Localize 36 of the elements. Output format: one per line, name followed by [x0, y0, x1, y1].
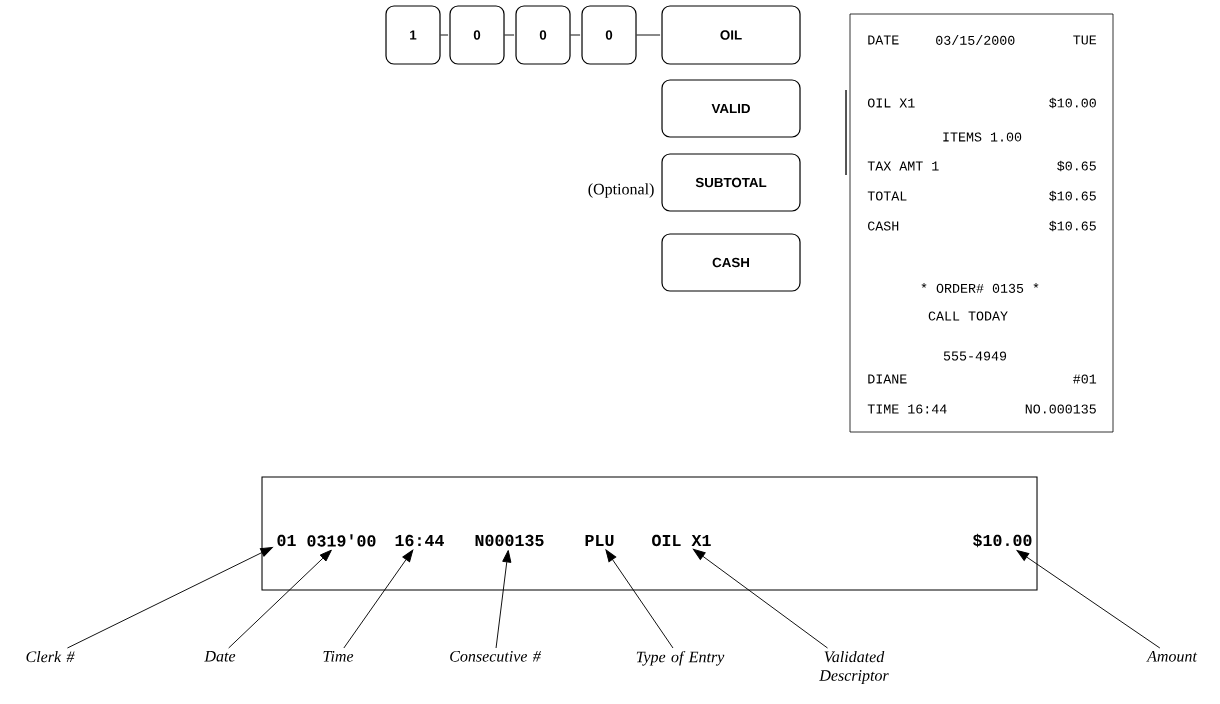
- key: 0: [449, 5, 505, 65]
- leader-line: [605, 549, 674, 649]
- key: 0: [581, 5, 637, 65]
- field-label: Clerk #: [26, 650, 75, 663]
- connector-line: [636, 34, 661, 36]
- printed-field: 0319'00: [307, 534, 376, 547]
- leader-line: [1016, 550, 1161, 649]
- field-label: Date: [204, 650, 236, 662]
- validation-strip: [261, 476, 1038, 591]
- leader-line: [66, 546, 273, 649]
- note-text: (Optional): [588, 183, 654, 198]
- field-label: Consecutive #: [450, 650, 541, 662]
- receipt: DATE 03/15/2000 TUE OIL X1 $10.00 ITEMS 1.00 TAX AMT 1 $0.65 TOTAL $10.65 CASH $10.65 * ORDER# 0135 * CALL TODAY 555-4949 DIANE #01 TIME 16:44 NO.000135: [849, 13, 1114, 433]
- key: 1: [385, 5, 441, 65]
- key: OIL: [661, 5, 801, 65]
- printed-field: N000135: [475, 534, 544, 547]
- connector-line: [504, 34, 515, 36]
- field-label: Validated Descriptor: [819, 650, 889, 685]
- printed-field: 16:44: [395, 534, 444, 547]
- connector-line: [440, 34, 449, 36]
- leader-line: [228, 549, 332, 649]
- field-label: Amount: [1146, 650, 1198, 662]
- leader-line: [495, 550, 512, 649]
- key: VALID: [661, 79, 801, 138]
- field-label: Type of Entry: [636, 650, 725, 666]
- field-label: Time: [323, 650, 354, 662]
- key: 0: [515, 5, 571, 65]
- printed-field: PLU: [585, 534, 614, 547]
- key: CASH: [661, 233, 801, 292]
- key: SUBTOTAL: [661, 153, 801, 212]
- printed-field: OIL X1: [652, 534, 711, 547]
- leader-line: [343, 549, 414, 649]
- leader-line: [693, 548, 828, 649]
- printed-field: $10.00: [973, 533, 1032, 548]
- printed-field: 01: [277, 534, 296, 547]
- connector-line: [570, 34, 581, 36]
